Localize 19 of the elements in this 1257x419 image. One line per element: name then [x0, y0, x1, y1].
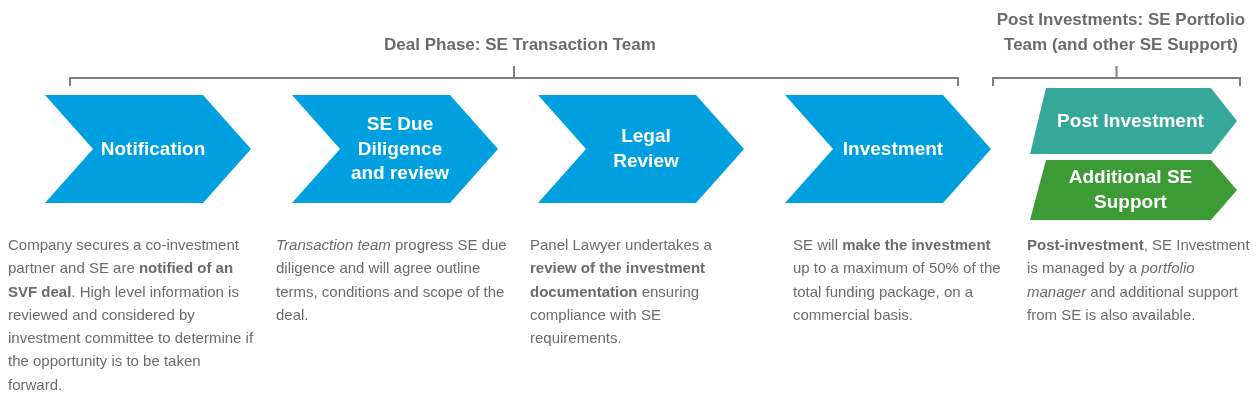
chevron-step [785, 95, 991, 203]
step-description: Company secures a co-investment partner and SE are notified of an SVF deal. High level information is reviewed and considered by investment committee to determine if the opportunity is to be taken forward. [8, 235, 255, 395]
step-label: Notification [100, 136, 206, 161]
step-label: Legal Review [612, 124, 680, 173]
chevron-step [538, 95, 744, 203]
phase-heading: Post Investments: SE Portfolio Team (and other SE Support) [995, 9, 1247, 56]
chevron-step [45, 95, 251, 203]
step-label: Investment [842, 136, 944, 161]
step-description: Panel Lawyer undertakes a review of the investment documentation ensuring compliance with SE requirements. [530, 235, 713, 348]
step-description: SE will make the investment up to a maximum of 50% of the total funding package, on a commercial basis. [793, 235, 1002, 325]
step-description: Post-investment, SE Investment is managed by a portfolio manager and additional support from SE is also available. [1027, 235, 1251, 325]
step-label: SE Due Diligence and review [349, 111, 451, 186]
step-description: Transaction team progress SE due diligence and will agree outline terms, conditions and scope of the deal. [276, 235, 508, 325]
chevron-step [1030, 160, 1237, 220]
chevron-step [1030, 88, 1237, 154]
chevron-step [292, 95, 498, 203]
step-label: Post Investment [1057, 108, 1204, 133]
step-label: Additional SE Support [1067, 165, 1194, 214]
phase-heading: Deal Phase: SE Transaction Team [383, 34, 657, 56]
